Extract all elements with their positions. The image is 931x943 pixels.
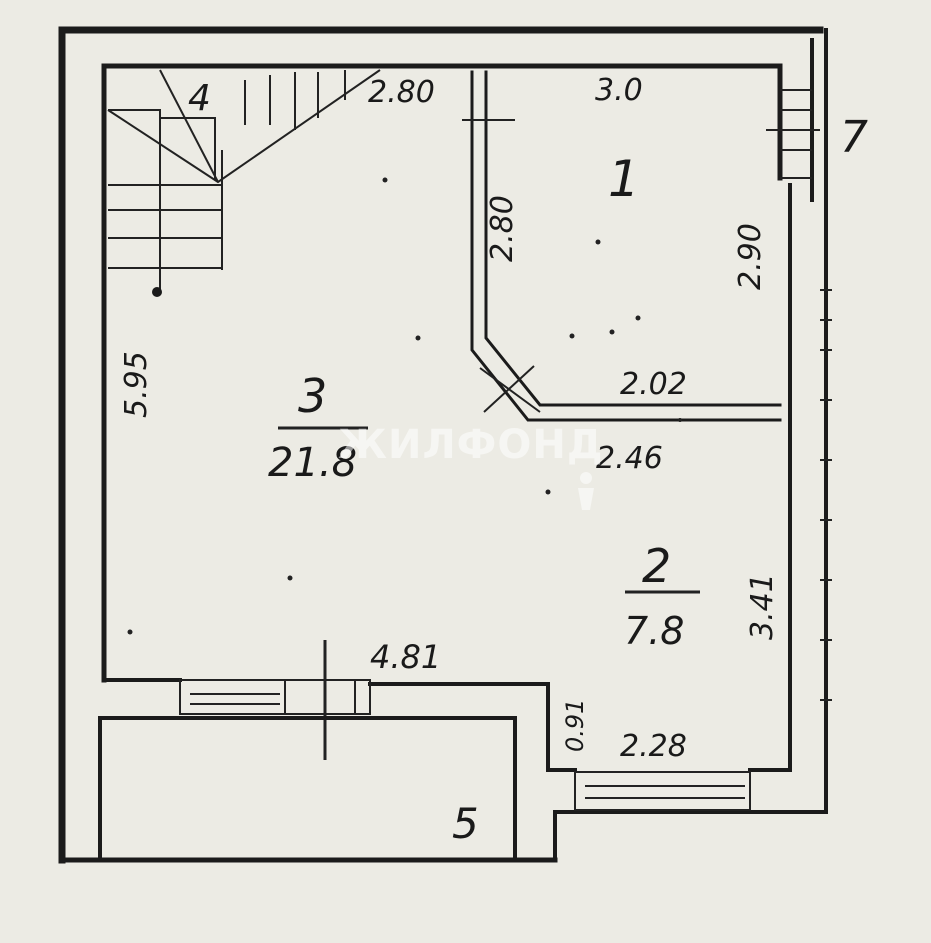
- dimension-labels: 2.80 3.0 2.80 2.90 5.95 2.02 2.46 3.41 4…: [119, 73, 780, 764]
- dim-bottom-right: 2.28: [620, 729, 687, 764]
- dim-left: 5.95: [119, 351, 154, 418]
- room1-partition: [462, 70, 782, 422]
- dim-bottom-mid: 4.81: [370, 638, 441, 676]
- dim-room1-bottom: 2.02: [620, 367, 687, 402]
- room-7-label: 7: [840, 112, 868, 163]
- dim-step: 0.91: [561, 699, 589, 752]
- scatter-dots: [127, 177, 682, 635]
- dim-top-right: 3.0: [595, 73, 643, 108]
- room-3-area: 21.8: [268, 440, 357, 486]
- inner-walls: [101, 63, 812, 772]
- dim-top-left: 2.80: [368, 75, 435, 110]
- right-window: [766, 89, 820, 151]
- room5-outline: [98, 716, 517, 860]
- room-labels: 1 2 7.8 3 21.8 4 5 7: [188, 78, 868, 848]
- bottom-windows: [179, 640, 751, 811]
- room-2-area: 7.8: [624, 609, 684, 653]
- room-4-label: 4: [188, 78, 211, 119]
- room-3-label: 3: [298, 369, 327, 423]
- room-1-label: 1: [608, 150, 640, 208]
- outer-walls: [58, 26, 828, 864]
- watermark: ЖИЛФОНД: [338, 422, 603, 468]
- dim-room2-top: 2.46: [596, 441, 663, 476]
- watermark-icon: [578, 472, 594, 510]
- room-5-label: 5: [452, 799, 479, 848]
- staircase: [107, 69, 381, 297]
- dim-room1-right: 2.90: [733, 223, 768, 290]
- dim-room2-right: 3.41: [745, 573, 780, 640]
- dim-partition: 2.80: [485, 195, 520, 262]
- room-2-label: 2: [642, 539, 671, 593]
- right-hatching: [820, 289, 832, 701]
